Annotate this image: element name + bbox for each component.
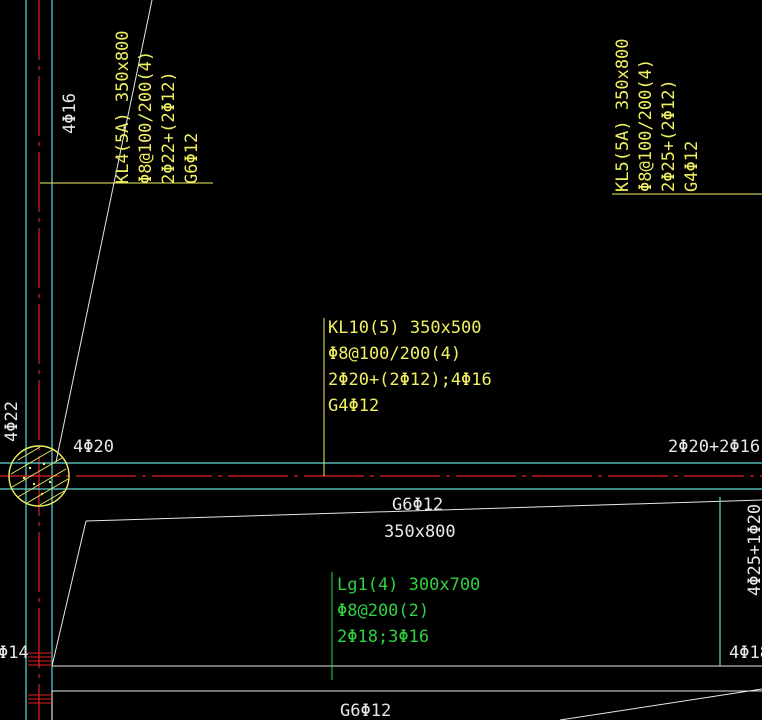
kl10-line1: KL10(5) 350x500 — [328, 318, 482, 338]
top-left-rebar-label: 4Φ16 — [60, 93, 80, 134]
lg1-line1: Lg1(4) 300x700 — [337, 575, 480, 595]
mid-beam-size-label: 350x800 — [384, 522, 456, 542]
bottom-right-rebar-label: 4Φ18 — [729, 643, 762, 663]
column-rebar-label: 4Φ20 — [73, 437, 114, 457]
bottom-rebar-markers — [28, 652, 52, 704]
kl10-line2: Φ8@100/200(4) — [328, 344, 461, 364]
bottom-beam-side-label: G6Φ12 — [340, 701, 391, 720]
lg1-line2: Φ8@200(2) — [337, 601, 429, 621]
kl5-line1: KL5(5A) 350x800 — [613, 38, 633, 192]
diagonal-reference-line — [55, 0, 153, 463]
kl10-line4: G4Φ12 — [328, 396, 379, 416]
kl5-line3: 2Φ25+(2Φ12) — [659, 79, 679, 192]
left-vertical-beam — [25, 0, 53, 720]
kl10-line3: 2Φ20+(2Φ12);4Φ16 — [328, 370, 492, 390]
right-span-rebar-label: 2Φ20+2Φ16 — [668, 437, 760, 457]
mid-beam-side-label: G6Φ12 — [392, 495, 443, 515]
kl5-line4: G4Φ12 — [682, 141, 702, 192]
left-column-rebar-label: 4Φ22 — [2, 401, 22, 442]
kl5-line2: Φ8@100/200(4) — [636, 59, 656, 192]
lg1-line3: 2Φ18;3Φ16 — [337, 627, 429, 647]
kl4-line1: KL4(5A) 350x800 — [113, 30, 133, 184]
main-horizontal-beam — [0, 462, 762, 490]
right-vertical-rebar-label: 4Φ25+1Φ20 — [745, 504, 762, 596]
kl4-line4: G6Φ12 — [182, 133, 202, 184]
kl4-line2: Φ8@100/200(4) — [136, 51, 156, 184]
column-section — [8, 445, 70, 507]
secondary-beam-lines — [51, 499, 762, 720]
bottom-left-rebar-label: Φ14 — [0, 643, 29, 663]
kl4-line3: 2Φ22+(2Φ12) — [159, 71, 179, 184]
